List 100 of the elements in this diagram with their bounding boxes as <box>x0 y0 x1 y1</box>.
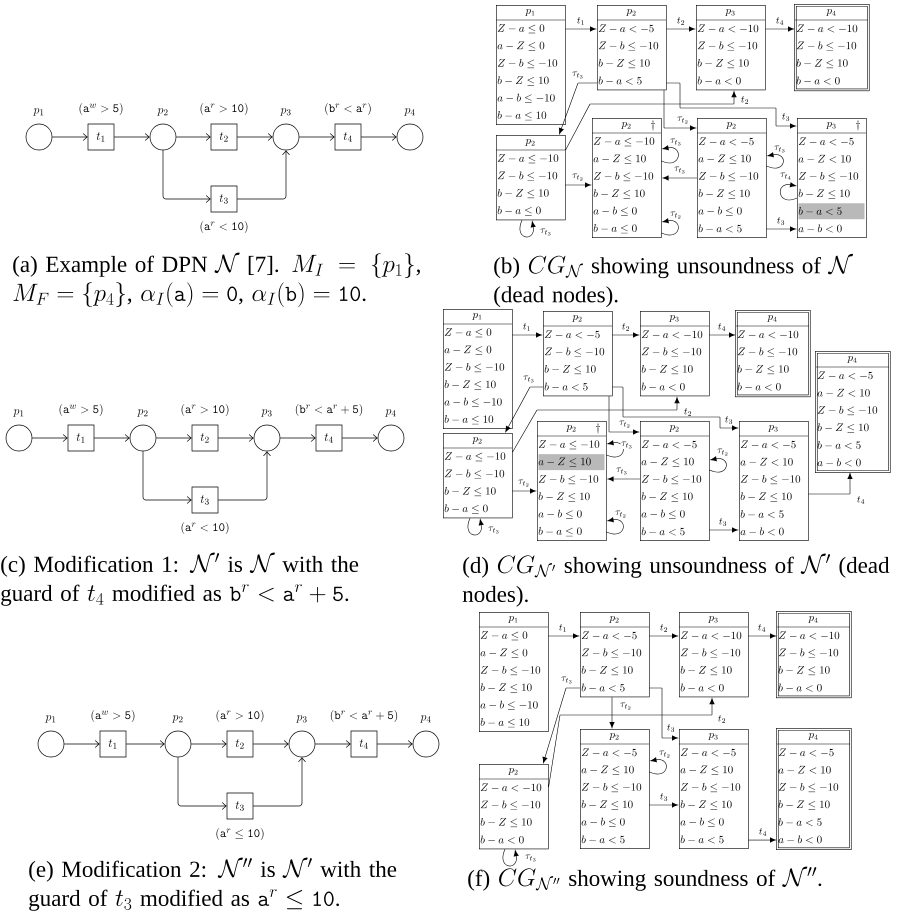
constraint: $Z-b\leq -10$ <box>778 782 838 792</box>
state-box <box>580 729 650 850</box>
edge-label: $\tau_{t_2}$ <box>658 750 672 758</box>
constraint: $Z-a<-10$ <box>778 632 840 640</box>
place-label: $p_4$ <box>420 715 431 723</box>
transition-box: $t_1$ <box>100 730 126 758</box>
place-label: $p_2$ <box>609 616 619 623</box>
loop-arrow <box>606 517 624 534</box>
constraint: $b-a\leq 0$ <box>498 206 541 216</box>
arrow <box>178 757 227 810</box>
state-box <box>478 764 549 850</box>
caption: $\text{(c) Modification 1: }\mathcal{N}'\text{ is }\mathcal{N}\text{ with the }\allowbreak\text{guard of }t_4\text{ modified as }\mathtt{b}^r<\mathtt{a}^r+\mathtt{5}\text{.}$ <box>1 552 358 606</box>
state-box <box>776 728 852 850</box>
constraint: $b-a\leq 10$ <box>444 415 494 424</box>
edge-label: $t_3$ <box>781 112 791 122</box>
state-box <box>542 311 613 396</box>
guard-label: $(\mathtt{a}^r>\mathtt{10})$ <box>200 103 248 116</box>
arrow <box>558 82 598 134</box>
loop-arrow <box>780 182 798 200</box>
constraint: $b-Z\leq 10$ <box>444 380 496 390</box>
edge-label: $t_2$ <box>717 714 727 724</box>
state-box <box>776 611 852 698</box>
arrow <box>612 386 738 431</box>
arrow <box>280 434 316 442</box>
constraint: $a-b<0$ <box>798 224 842 232</box>
edge-label: $\tau_{t_3}$ <box>572 71 584 79</box>
arrow <box>52 133 88 141</box>
place-label: $p_3$ <box>669 314 679 322</box>
constraint: $b-a\leq 0$ <box>538 527 582 536</box>
arrow <box>299 133 335 141</box>
constraint: $b-Z\leq 10$ <box>582 800 633 810</box>
constraint: $b-a<0$ <box>778 684 822 692</box>
arrow <box>253 740 289 748</box>
arrow <box>565 182 592 188</box>
constraint: $b-a<0$ <box>698 76 741 85</box>
constraint: $a-Z\leq 10$ <box>642 458 694 467</box>
caption: $\text{(d) }CG_{\mathcal{N}'}\text{ showing unsoundness of }\mathcal{N}'\text{ (dead }\allowbreak\text{nodes).}$ <box>462 554 890 607</box>
constraint: $b-a\leq 0$ <box>444 504 488 514</box>
constraint: $a-Z<10$ <box>798 154 851 163</box>
arrow <box>612 332 640 338</box>
constraint: $a-b<0$ <box>818 458 861 466</box>
arrow <box>218 451 271 500</box>
constraint: $Z-a<-5$ <box>740 440 796 448</box>
constraint: $Z-b\leq -10$ <box>498 58 558 68</box>
highlighted-constraint: $a-Z\leq 10$ <box>538 454 604 470</box>
constraint: $b-a<5$ <box>642 527 685 536</box>
transition-box: $t_4$ <box>316 424 342 452</box>
edge-label: $\tau_{t_2}$ <box>614 510 628 518</box>
constraint: $Z-b\leq -10$ <box>444 362 504 372</box>
constraint: $Z-b\leq -10$ <box>480 666 540 676</box>
edge-label: $\tau_{t_3}$ <box>540 228 552 236</box>
state-box <box>640 421 710 541</box>
edge-label: $t_4$ <box>775 16 785 26</box>
arrow <box>649 802 678 808</box>
constraint: $b-a<0$ <box>642 382 685 391</box>
constraint: $Z-a<-10$ <box>680 632 742 640</box>
arrow <box>315 740 351 748</box>
place-label: $p_3$ <box>768 424 778 432</box>
dead-mark: $\dagger$ <box>856 120 860 131</box>
constraint: $a-b\leq 0$ <box>680 818 724 827</box>
arrow <box>505 386 544 432</box>
constraint: $a-Z\leq 0$ <box>444 346 492 355</box>
edge-label: $t_2$ <box>676 16 686 26</box>
transition-box: $t_1$ <box>88 124 114 150</box>
state-box <box>678 729 749 850</box>
constraint: $Z-a<-5$ <box>818 372 873 380</box>
constraint: $b-Z\leq 10$ <box>680 666 732 676</box>
arrow <box>709 332 736 338</box>
guard-label: $(\mathtt{a}^w>\mathtt{5})$ <box>92 710 134 722</box>
edge-label: $\tau_{t_3}$ <box>774 145 786 153</box>
constraint: $a-Z<10$ <box>818 388 870 397</box>
constraint: $Z-b\leq -10$ <box>538 474 598 484</box>
constraint: $a-Z\leq 10$ <box>698 154 751 164</box>
arrow <box>94 434 130 442</box>
place-label: $p_1$ <box>45 715 56 723</box>
place-label: $p_2$ <box>508 768 518 775</box>
constraint: $b-Z\leq 10$ <box>598 58 650 68</box>
edge-label: $\tau_{t_3}$ <box>616 467 628 475</box>
highlighted-constraint: $b-a<5$ <box>798 203 864 220</box>
constraint: $Z-a<-5$ <box>582 632 637 640</box>
constraint: $a-Z\leq 10$ <box>680 766 733 775</box>
constraint: $Z-a<-5$ <box>598 24 654 32</box>
arrow <box>565 91 737 150</box>
state-box <box>442 309 513 429</box>
arrow <box>64 740 100 748</box>
edge-label: $\tau_{t_2}$ <box>518 479 530 487</box>
constraint: $Z-a\leq 0$ <box>480 631 528 640</box>
constraint: $b-a<5$ <box>778 818 822 826</box>
constraint: $Z-a\leq -10$ <box>444 452 506 462</box>
place-label: $p_1$ <box>472 312 482 320</box>
constraint: $Z-b\leq -10$ <box>544 348 604 357</box>
guard-label: $(\mathtt{a}^r>\mathtt{10})$ <box>216 710 264 722</box>
place-label: $p_2$ <box>572 314 582 322</box>
state-box <box>496 135 566 220</box>
arrow <box>512 397 680 452</box>
constraint: $a-b\leq 0$ <box>538 510 582 519</box>
transition-box: $t_2$ <box>210 124 238 150</box>
guard-label: $(\mathtt{a}^w>\mathtt{5})$ <box>60 404 102 416</box>
state-box <box>738 421 809 541</box>
arrow <box>342 434 378 442</box>
